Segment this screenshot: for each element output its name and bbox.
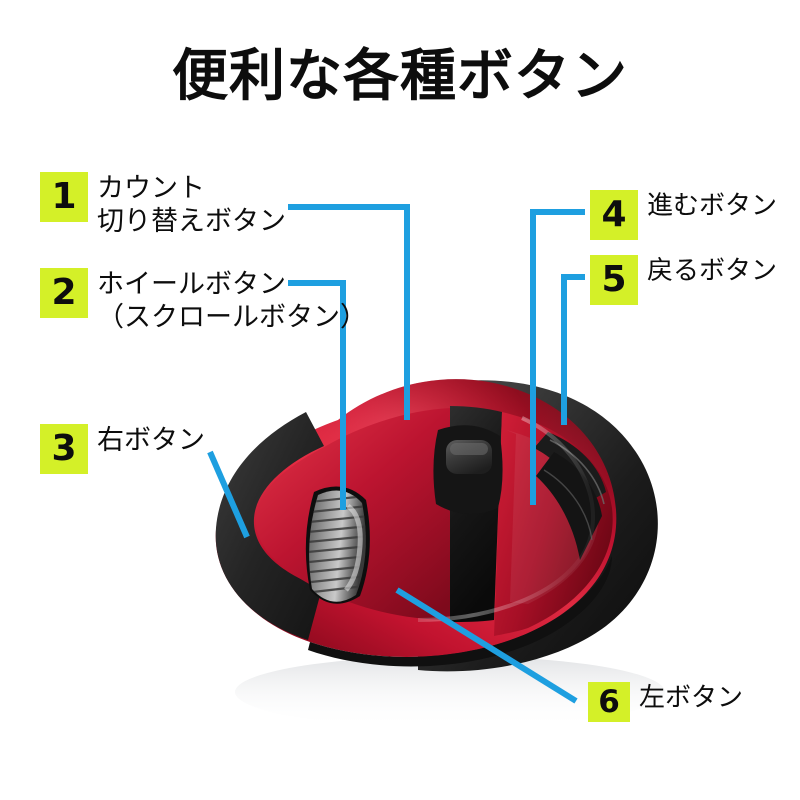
callout-2: 2 ホイールボタン （スクロールボタン） [40,268,367,335]
mouse-count-switch-button[interactable] [433,425,503,515]
callout-2-label: ホイールボタン （スクロールボタン） [97,269,367,333]
callout-4: 4 進むボタン [590,190,777,240]
callout-3-label: 右ボタン [97,425,205,456]
callout-6-label: 左ボタン [639,683,744,713]
callout-3-badge: 3 [40,424,88,474]
callout-6-badge: 6 [588,682,630,722]
wheel-specular [344,503,363,592]
callout-3: 3 右ボタン [40,424,205,474]
callout-6: 6 左ボタン [588,682,743,722]
product-photo-mouse [215,379,665,728]
callout-1: 1 カウント 切り替えボタン [40,172,286,239]
mouse-scroll-wheel[interactable] [305,486,370,604]
callout-5-badge: 5 [590,255,638,305]
callout-2-badge: 2 [40,268,88,318]
page-title: 便利な各種ボタン [172,44,628,109]
callout-1-label: カウント 切り替えボタン [97,173,286,237]
callout-5: 5 戻るボタン [590,255,777,305]
callout-4-label: 進むボタン [647,191,778,221]
callout-4-badge: 4 [590,190,638,240]
callout-1-badge: 1 [40,172,88,222]
callout-5-label: 戻るボタン [647,256,778,286]
